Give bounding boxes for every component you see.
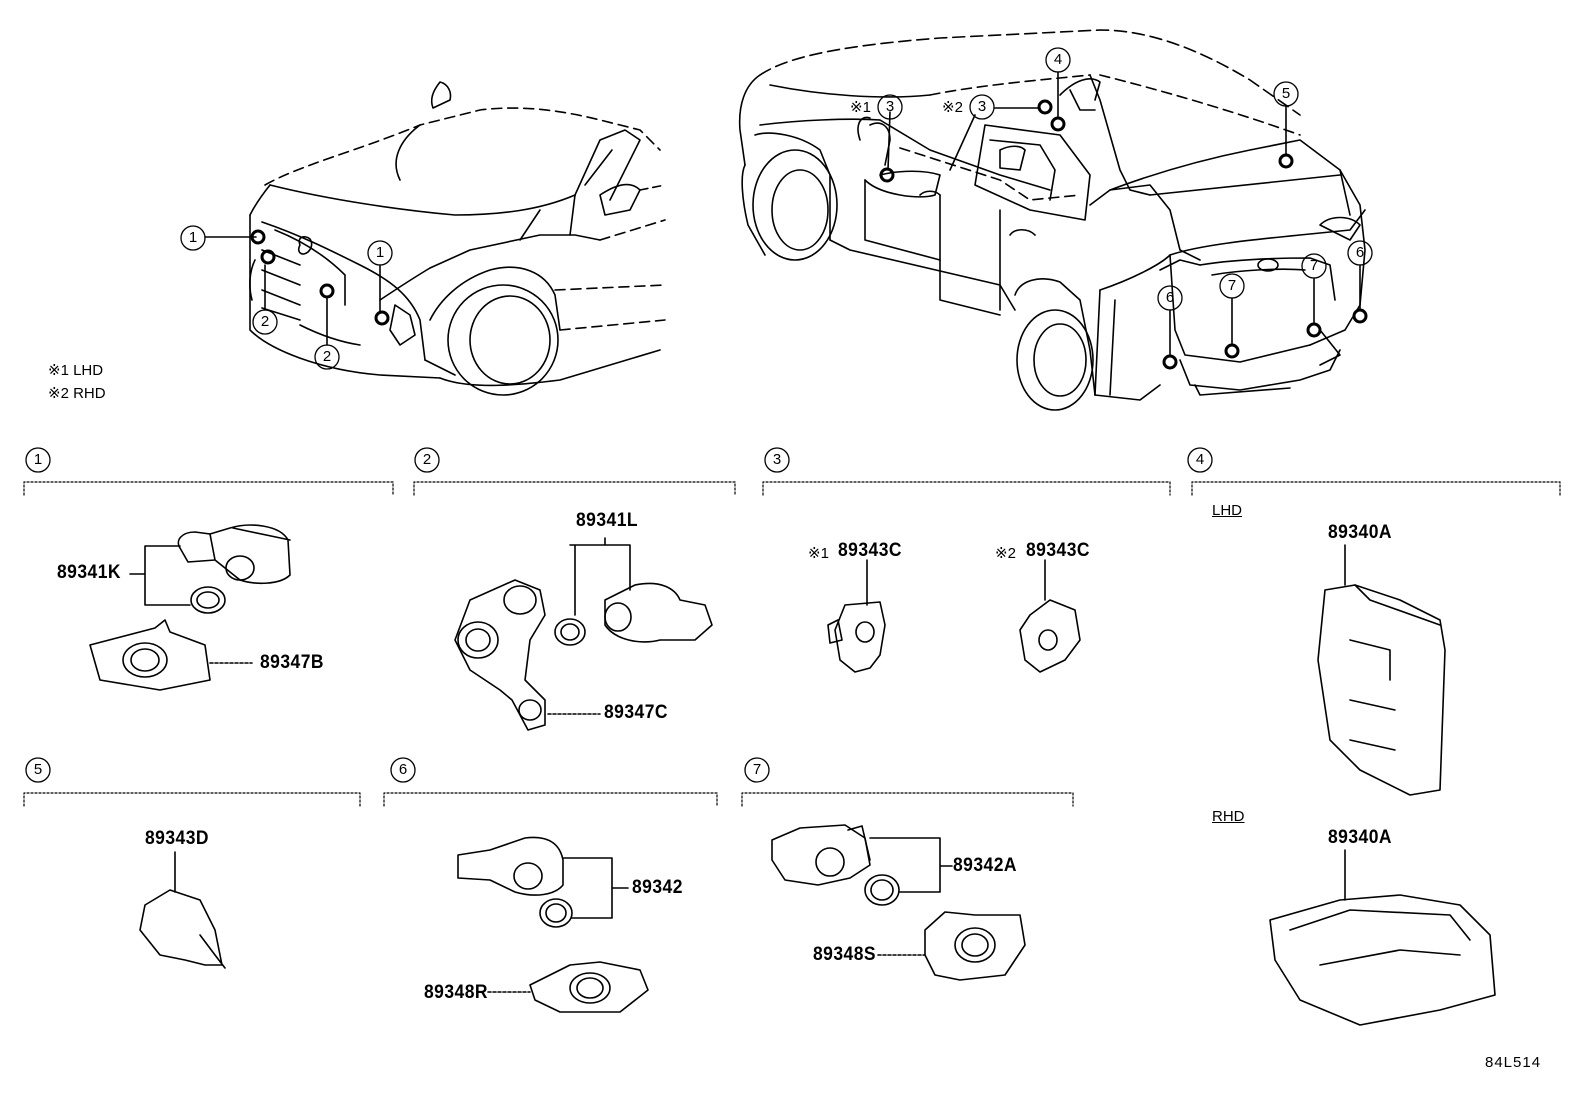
section3-rhd-marker: ※2 <box>995 545 1016 562</box>
section-2-number: 2 <box>422 451 432 468</box>
sensor-markers <box>250 99 1368 370</box>
part-89347B: 89347B <box>260 652 324 673</box>
section-number-circles <box>25 447 1213 783</box>
section-6-number: 6 <box>398 761 408 778</box>
callout-2-a: 2 <box>260 313 270 330</box>
callout-1-left: 1 <box>188 229 198 246</box>
callout-6-right: 6 <box>1355 244 1365 261</box>
front-vehicle-illustration <box>249 81 666 396</box>
diagram-code: 84L514 <box>1485 1054 1542 1071</box>
callout-3-lhd: 3 <box>885 98 895 115</box>
rear-vehicle-illustration <box>738 29 1366 411</box>
section-brackets <box>23 481 1561 807</box>
part-89347C: 89347C <box>604 702 668 723</box>
part-89348R: 89348R <box>424 982 488 1003</box>
part-89340A-rhd: 89340A <box>1328 827 1392 848</box>
callout-leaders <box>204 71 1361 356</box>
section3-parts <box>827 559 1081 673</box>
callout-circles <box>180 47 1373 370</box>
section-4-number: 4 <box>1195 451 1205 468</box>
section5-parts <box>139 851 226 969</box>
section-3-number: 3 <box>772 451 782 468</box>
section-1-number: 1 <box>33 451 43 468</box>
section7-parts <box>771 824 1026 981</box>
section-7-number: 7 <box>752 761 762 778</box>
callout-4: 4 <box>1053 51 1063 68</box>
part-89343C-rhd: 89343C <box>1026 540 1090 561</box>
section-5-number: 5 <box>33 761 43 778</box>
part-89348S: 89348S <box>813 944 877 965</box>
callout-1-right: 1 <box>375 244 385 261</box>
part-89343D: 89343D <box>145 828 209 849</box>
rhd-label: RHD <box>1212 808 1245 825</box>
section2-parts <box>454 537 713 731</box>
callout-2-b: 2 <box>322 348 332 365</box>
section6-parts <box>457 836 649 1013</box>
callout-3-rhd: 3 <box>977 98 987 115</box>
callout-5: 5 <box>1281 85 1291 102</box>
part-89342A: 89342A <box>953 855 1017 876</box>
lhd-label: LHD <box>1212 502 1243 519</box>
rhd-marker: ※2 <box>942 99 963 116</box>
part-89341K: 89341K <box>57 562 121 583</box>
section3-lhd-marker: ※1 <box>808 545 829 562</box>
callout-7-right: 7 <box>1309 257 1319 274</box>
rhd-note: ※2 RHD <box>48 385 106 402</box>
part-89341L: 89341L <box>576 510 639 531</box>
part-89340A-lhd: 89340A <box>1328 522 1392 543</box>
section1-parts <box>89 524 291 691</box>
callout-7-left: 7 <box>1227 277 1237 294</box>
lhd-note: ※1 LHD <box>48 362 104 379</box>
callout-6-left: 6 <box>1165 289 1175 306</box>
part-89342: 89342 <box>632 877 683 898</box>
lhd-marker: ※1 <box>850 99 871 116</box>
part-89343C-lhd: 89343C <box>838 540 902 561</box>
section4-parts <box>1269 544 1496 1026</box>
